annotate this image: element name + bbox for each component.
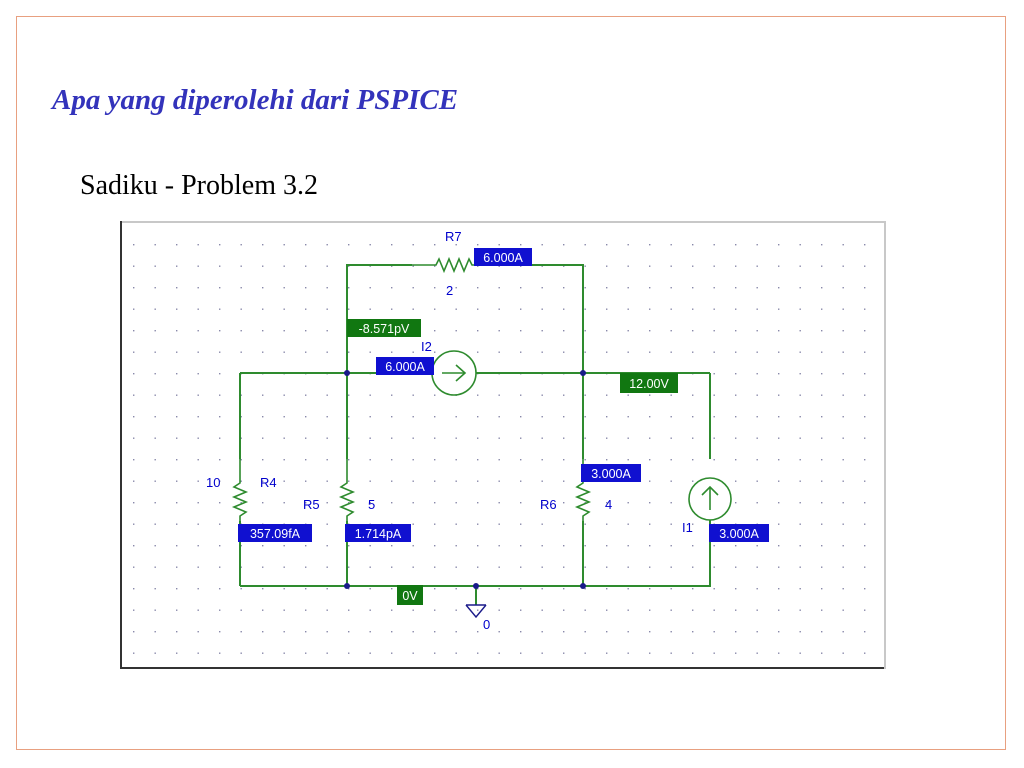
current-value-r6: 3.000A [591,467,631,481]
resistor-r7-symbol[interactable] [412,256,476,274]
junction-dot [580,370,586,376]
voltage-value-ground: 0V [402,589,418,603]
current-value-i2: 6.000A [385,360,425,374]
voltage-value-node-right: 12.00V [629,377,669,391]
current-marker-r6[interactable]: 3.000A [581,464,641,482]
current-marker-r4[interactable]: 357.09fA [238,524,312,542]
junction-dot [344,370,350,376]
current-value-i1: 3.000A [719,527,759,541]
ground-name: 0 [483,617,490,632]
junction-dot [473,583,479,589]
current-value-r7: 6.000A [483,251,523,265]
current-marker-r5[interactable]: 1.714pA [345,524,411,542]
r5-name: R5 [303,497,320,512]
r7-name: R7 [445,229,462,244]
current-marker-r7[interactable]: 6.000A [474,248,532,266]
current-source-i1[interactable] [688,477,732,521]
ground-symbol[interactable] [465,604,487,619]
r7-value: 2 [446,283,453,298]
current-value-r4: 357.09fA [250,527,301,541]
slide-subtitle: Sadiku - Problem 3.2 [80,170,318,201]
r4-name: R4 [260,475,277,490]
wire-top-right [476,264,584,373]
r4-value: 10 [206,475,220,490]
resistor-r5-symbol[interactable] [338,459,356,521]
current-marker-i1[interactable]: 3.000A [709,524,769,542]
resistor-r6-symbol[interactable] [574,459,592,521]
r6-name: R6 [540,497,557,512]
wires [239,264,711,605]
schematic-canvas: R7 2 10 R4 R5 5 R6 4 I2 I1 0 6.000A 6.00… [120,221,886,669]
slide-title: Apa yang diperolehi dari PSPICE [52,84,459,116]
r5-value: 5 [368,497,375,512]
pspice-schematic: R7 2 10 R4 R5 5 R6 4 I2 I1 0 6.000A 6.00… [120,221,886,669]
junction-dots [344,370,586,589]
i2-name: I2 [421,339,432,354]
junction-dot [344,583,350,589]
current-value-r5: 1.714pA [355,527,402,541]
voltage-value-node-left: -8.571pV [359,322,410,336]
voltage-marker-ground[interactable]: 0V [397,585,423,605]
slide-frame [16,16,1006,750]
voltage-marker-node-left[interactable]: -8.571pV [347,319,421,337]
resistor-r4-symbol[interactable] [231,459,249,521]
r6-value: 4 [605,497,612,512]
voltage-marker-node-right[interactable]: 12.00V [620,373,678,393]
i1-name: I1 [682,520,693,535]
grid-dots [133,244,866,654]
current-marker-i2[interactable]: 6.000A [376,357,434,375]
junction-dot [580,583,586,589]
component-labels: R7 2 10 R4 R5 5 R6 4 I2 I1 0 [206,229,693,632]
current-source-i2[interactable] [431,350,477,396]
